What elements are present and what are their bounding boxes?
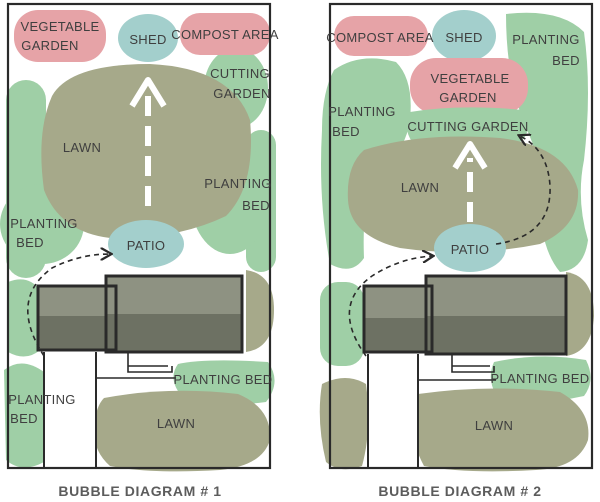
cutting-garden-label-line1: CUTTING <box>210 66 270 81</box>
vegetable-garden-label-line1: VEGETABLE <box>430 71 509 86</box>
planting-bed-bottom-left-label-line1: PLANTING <box>8 392 75 407</box>
planting-bed-left-label-line1: PLANTING <box>328 104 395 119</box>
bubble-diagram-2: COMPOST AREA SHED PLANTING BED VEGETABLE… <box>319 2 594 499</box>
cutting-garden-label-line2: GARDEN <box>213 86 270 101</box>
planting-bed-sideyard-left-bubble <box>8 279 40 357</box>
compost-area-label: COMPOST AREA <box>326 30 433 45</box>
patio-bubble <box>108 220 184 268</box>
planting-bed-mid-label: PLANTING BED <box>174 372 273 387</box>
planting-bed-left-label-line2: BED <box>332 124 360 139</box>
shed-label: SHED <box>129 32 166 47</box>
circulation-arrow-up <box>452 141 488 222</box>
bubble-diagram-1: VEGETABLE GARDEN SHED COMPOST AREA CUTTI… <box>0 2 278 499</box>
patio-bubble <box>434 224 506 272</box>
vegetable-garden-label-line2: GARDEN <box>21 38 78 53</box>
planting-bed-top-right-label-line2: BED <box>552 53 580 68</box>
planting-bed-sideyard-left-bubble <box>320 282 364 366</box>
compost-area-bubble <box>334 16 428 56</box>
lawn-top-label: LAWN <box>63 140 101 155</box>
patio-label: PATIO <box>127 238 166 253</box>
lawn-top-bubble <box>41 64 252 239</box>
shed-bubble <box>118 14 178 62</box>
property-boundary <box>328 2 594 470</box>
shed-bubble <box>432 10 496 62</box>
driveway <box>43 352 176 468</box>
circulation-arrow-dashed <box>27 254 110 357</box>
property-boundary <box>6 2 272 470</box>
diagram-caption: BUBBLE DIAGRAM # 2 <box>378 483 541 499</box>
planting-bed-right-label-line1: PLANTING <box>204 176 271 191</box>
lawn-top-label: LAWN <box>401 180 439 195</box>
planting-bed-left-label-line1: PLANTING <box>10 216 77 231</box>
vegetable-garden-bubble <box>14 10 106 62</box>
planting-bed-bottom-left-label-line2: BED <box>10 411 38 426</box>
circulation-arrow-up <box>129 77 167 206</box>
vegetable-garden-label-line2: GARDEN <box>439 90 496 105</box>
vegetable-garden-label-line1: VEGETABLE <box>20 19 99 34</box>
lawn-top-bubble <box>347 136 579 253</box>
lawn-bottom-label: LAWN <box>475 418 513 433</box>
planting-bed-right-label-line2: BED <box>242 198 270 213</box>
compost-area-bubble <box>180 13 270 55</box>
planting-bed-sideyard-right-bubble <box>566 272 594 356</box>
circulation-arrow-dashed-right <box>495 136 551 245</box>
planting-bed-bottom-left-bubble <box>319 378 369 470</box>
patio-label: PATIO <box>451 242 490 257</box>
planting-bed-mid-label: PLANTING BED <box>491 371 590 386</box>
planting-bed-left-label-line2: BED <box>16 235 44 250</box>
driveway <box>367 354 496 468</box>
cutting-garden-bubble <box>406 107 529 146</box>
planting-bed-top-right-label-line1: PLANTING <box>512 32 579 47</box>
cutting-garden-label: CUTTING GARDEN <box>407 119 528 134</box>
lawn-bottom-bubble <box>413 388 589 472</box>
circulation-arrow-dashed-left <box>348 256 432 357</box>
vegetable-garden-bubble <box>410 58 528 114</box>
planting-bed-sideyard-right-bubble <box>246 270 274 352</box>
house-footprint <box>36 274 244 354</box>
diagram-caption: BUBBLE DIAGRAM # 1 <box>58 483 221 499</box>
lawn-bottom-label: LAWN <box>157 416 195 431</box>
shed-label: SHED <box>445 30 482 45</box>
compost-area-label: COMPOST AREA <box>171 27 278 42</box>
house-footprint <box>362 274 568 356</box>
planting-bed-bottom-left-bubble <box>4 363 48 468</box>
lawn-bottom-bubble <box>93 390 271 472</box>
